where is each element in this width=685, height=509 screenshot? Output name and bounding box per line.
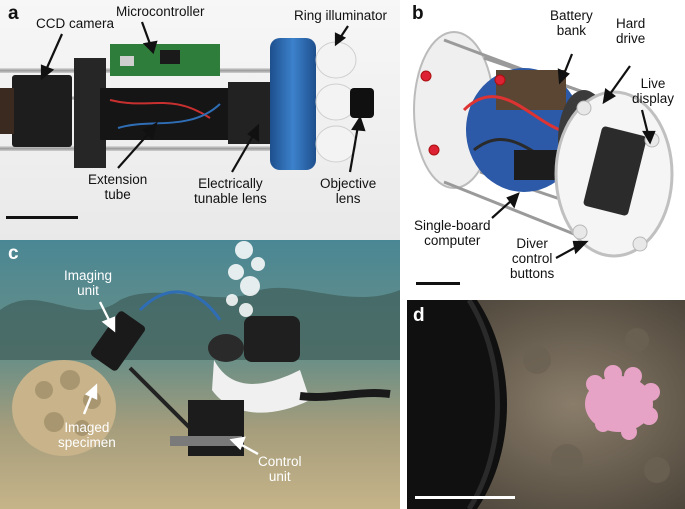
label-extension-tube: Extension tube [88, 172, 148, 202]
label-ring-illuminator: Ring illuminator [294, 8, 388, 23]
panel-d-photo [407, 300, 685, 509]
label-single-board: Single-board computer [414, 218, 491, 248]
panel-a-scale-bar [6, 216, 78, 219]
panel-a-photo [0, 0, 400, 240]
panel-c-photo [0, 240, 400, 509]
label-objective-lens: Objective lens [320, 176, 377, 206]
diver [212, 360, 310, 413]
panel-b: b Battery bank Hard drive Live display S… [404, 0, 685, 292]
objective-lens [350, 88, 374, 118]
label-tunable-lens: Electrically tunable lens [194, 176, 267, 206]
label-hard-drive: Hard drive [616, 16, 646, 46]
label-battery-bank: Battery bank [550, 8, 593, 38]
panel-d: d [407, 300, 685, 509]
label-imaging-unit: Imaging unit [64, 268, 113, 298]
label-ccd-camera: CCD camera [36, 16, 115, 31]
panel-d-letter: d [413, 305, 425, 326]
panel-a-letter: a [8, 3, 19, 24]
panel-d-scale-bar [415, 496, 515, 499]
panel-b-photo [413, 31, 674, 259]
label-diver-buttons: Diver control buttons [510, 236, 555, 281]
panel-b-scale-bar [416, 282, 460, 285]
live-display [583, 126, 647, 216]
label-control-unit: Control unit [258, 454, 302, 484]
label-imaged-specimen: Imaged specimen [58, 420, 116, 450]
panel-a: a CCD camera Microcontroller Ring illumi… [0, 0, 400, 240]
panel-c: c Imaging unit Imaged specimen Control u… [0, 240, 400, 509]
ring-illuminator [270, 38, 316, 170]
pink-coral [585, 365, 660, 440]
label-live-display: Live display [632, 76, 675, 106]
ccd-camera-body [12, 75, 72, 147]
panel-c-letter: c [8, 243, 19, 264]
panel-b-letter: b [412, 3, 424, 24]
lens-housing-ring [407, 300, 507, 509]
label-microcontroller: Microcontroller [116, 4, 205, 19]
imaging-unit [90, 311, 146, 371]
extension-tube [100, 88, 230, 140]
control-unit [188, 400, 244, 456]
